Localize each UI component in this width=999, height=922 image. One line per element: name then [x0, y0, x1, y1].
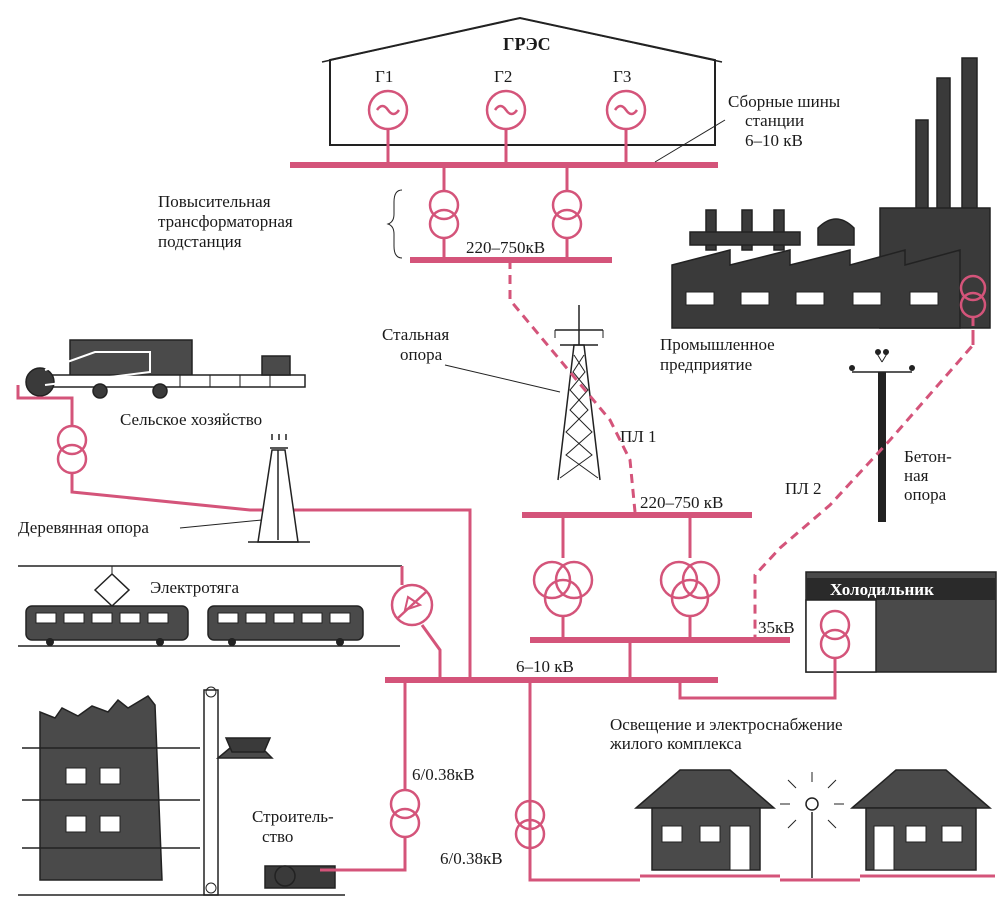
agriculture-transformer: [16, 385, 472, 680]
pl1-transmission-line: [508, 260, 637, 513]
concrete-pole-label-line2: ная: [904, 466, 929, 485]
residential-label-line2: жилого комплекса: [609, 734, 742, 753]
steel-pylon: [554, 305, 604, 481]
pl2-label: ПЛ 2: [785, 479, 822, 498]
concrete-pole-label-line1: Бетон-: [904, 447, 952, 466]
step-up-label-line3: подстанция: [158, 232, 242, 251]
construction-site: [18, 686, 345, 896]
cold-storage-label: Холодильник: [830, 580, 934, 599]
residential-feeder: [528, 680, 995, 882]
busbar-35kv-label: 35кВ: [758, 618, 795, 637]
construction-label-line1: Строитель-: [252, 807, 334, 826]
traction-rectifier: [390, 566, 442, 680]
electric-trains: [18, 566, 400, 647]
busbars-label-line3: 6–10 кВ: [745, 131, 803, 150]
feeder-transformer-construction: [320, 680, 421, 872]
construction-label-line2: ство: [262, 827, 293, 846]
wooden-pole-label: Деревянная опора: [18, 518, 149, 537]
feeder-transformer-residential: [514, 799, 546, 850]
industry-label-line2: предприятие: [660, 355, 752, 374]
hv-voltage-mid-label: 220–750 кВ: [640, 493, 723, 512]
step-up-transformer-2: [551, 165, 583, 260]
agriculture-machinery: [25, 339, 306, 399]
industry-label-line1: Промышленное: [660, 335, 775, 354]
step-up-transformer-1: [428, 165, 460, 260]
industrial-plant: [671, 57, 991, 329]
street-lamp: [780, 772, 844, 878]
busbars-label-line2: станции: [745, 111, 804, 130]
residential-house-1: [633, 769, 777, 871]
residential-label-line1: Освещение и электроснабжение: [610, 715, 843, 734]
busbars-label-line1: Сборные шины: [728, 92, 841, 111]
step-up-label-line2: трансформаторная: [158, 212, 293, 231]
pl2-transmission-line: [753, 317, 975, 640]
concrete-pole-label-line3: опора: [904, 485, 947, 504]
wooden-pole: [248, 434, 310, 543]
step-down-transformer-1: [532, 515, 594, 640]
distribution-voltage-label: 6–10 кВ: [516, 657, 574, 676]
steel-pylon-label-line2: опора: [400, 345, 443, 364]
residential-house-2: [849, 769, 993, 871]
steel-pylon-label-line1: Стальная: [382, 325, 449, 344]
cold-storage-transformer: [678, 609, 851, 700]
generator-g2-label: Г2: [494, 67, 512, 86]
power-station: ГРЭС Г1 Г2 Г3: [321, 16, 723, 165]
feeder-voltage-a-label: 6/0.38кВ: [412, 765, 475, 784]
generator-g3-label: Г3: [613, 67, 631, 86]
pl1-label: ПЛ 1: [620, 427, 657, 446]
hv-voltage-top-label: 220–750кВ: [466, 238, 545, 257]
step-down-transformer-2: [659, 515, 721, 640]
generator-g1-label: Г1: [375, 67, 393, 86]
concrete-pole: [849, 349, 915, 522]
agriculture-label: Сельское хозяйство: [120, 410, 262, 429]
traction-label: Электротяга: [150, 578, 239, 597]
feeder-voltage-b-label: 6/0.38кВ: [440, 849, 503, 868]
station-label: ГРЭС: [503, 34, 551, 54]
cold-storage-building: [805, 571, 997, 673]
step-up-label-line1: Повысительная: [158, 192, 271, 211]
